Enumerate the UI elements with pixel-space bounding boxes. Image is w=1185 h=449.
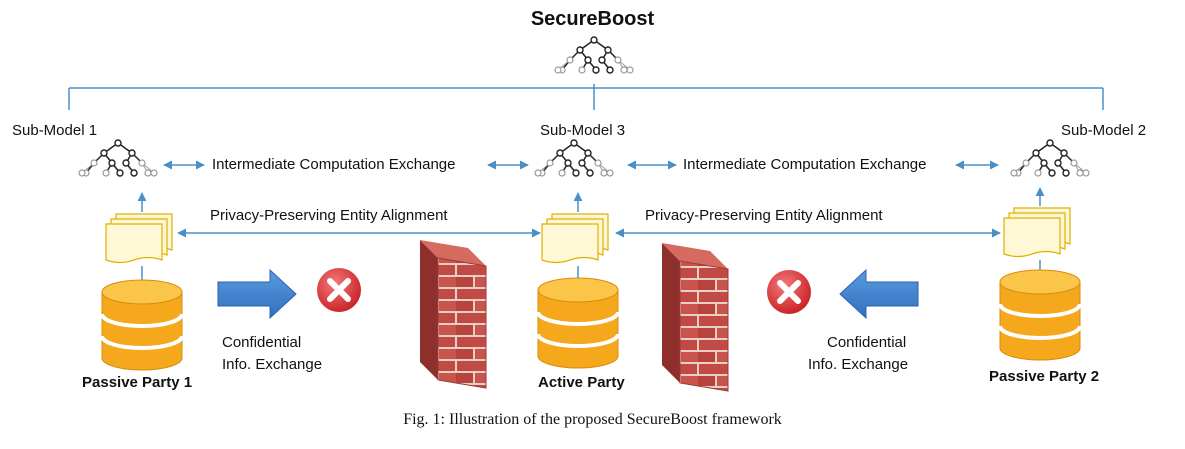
arrow-icon-left bbox=[217, 268, 297, 320]
submodel-3-label: Sub-Model 3 bbox=[540, 122, 626, 139]
active-party-label: Active Party bbox=[538, 374, 625, 391]
firewall-icon-left bbox=[419, 239, 487, 389]
confidential-label-left-line1: Confidential bbox=[222, 334, 302, 351]
submodel-2-tree-icon bbox=[1010, 139, 1090, 177]
database-icon-center bbox=[536, 276, 620, 370]
cross-icon-right bbox=[767, 270, 811, 314]
submodel-1-tree-icon bbox=[78, 139, 158, 177]
document-stack-icon-center bbox=[541, 213, 609, 264]
confidential-label-right-line2: Info. Exchange bbox=[808, 356, 909, 373]
alignment-label-right: Privacy-Preserving Entity Alignment bbox=[645, 207, 883, 224]
confidential-label-right-line1: Confidential bbox=[827, 334, 907, 351]
document-stack-icon-left bbox=[105, 213, 173, 264]
intermediate-exchange-label-left: Intermediate Computation Exchange bbox=[212, 156, 456, 173]
arrow-icon-right bbox=[839, 268, 919, 320]
database-icon-right bbox=[998, 268, 1082, 362]
confidential-label-left-line2: Info. Exchange bbox=[222, 356, 323, 373]
doc-to-tree-arrows bbox=[137, 187, 1045, 212]
database-icon-left bbox=[100, 278, 184, 372]
passive-party-1-label: Passive Party 1 bbox=[82, 374, 193, 391]
secureboost-tree-icon bbox=[554, 36, 634, 74]
hierarchy-connector bbox=[68, 84, 1104, 110]
submodel-3-tree-icon bbox=[534, 139, 614, 177]
alignment-label-left: Privacy-Preserving Entity Alignment bbox=[210, 207, 448, 224]
cross-icon-left bbox=[317, 268, 361, 312]
intermediate-exchange-label-right: Intermediate Computation Exchange bbox=[683, 156, 927, 173]
submodel-2-label: Sub-Model 2 bbox=[1061, 122, 1147, 139]
diagram-title: SecureBoost bbox=[530, 8, 655, 30]
passive-party-2-label: Passive Party 2 bbox=[989, 368, 1100, 385]
figure-caption: Fig. 1: Illustration of the proposed Sec… bbox=[403, 411, 782, 428]
submodel-1-label: Sub-Model 1 bbox=[12, 122, 98, 139]
document-stack-icon-right bbox=[1003, 207, 1071, 258]
firewall-icon-right bbox=[661, 242, 729, 392]
